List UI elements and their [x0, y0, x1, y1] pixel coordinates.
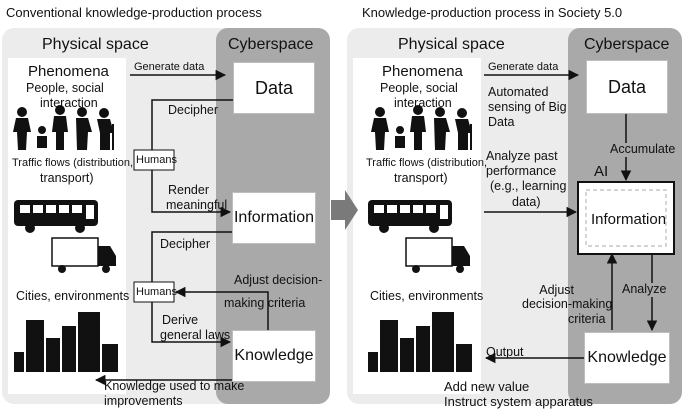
right-auto-2: sensing of Big	[488, 100, 567, 114]
left-people: People, social	[26, 81, 104, 95]
humans-label-2: Humans	[136, 286, 177, 298]
arrow-decipher-1	[151, 99, 234, 150]
right-knowledge-box: Knowledge	[584, 332, 670, 384]
right-auto-1: Automated	[488, 85, 549, 99]
right-analyze-1: Analyze past	[486, 149, 558, 163]
left-used-1: Knowledge used to make	[104, 379, 245, 393]
humans-box-2	[133, 281, 175, 303]
left-cyber-label: Cyberspace	[228, 36, 314, 53]
arrow-render-meaningful	[151, 170, 232, 218]
right-traffic: Traffic flows (distribution,	[366, 157, 488, 169]
left-used-2: improvements	[104, 394, 183, 408]
right-analyze-4: data)	[512, 195, 541, 209]
truck-pictogram-left	[51, 237, 116, 273]
bus-pictogram-left	[14, 200, 98, 233]
left-traffic2: transport)	[40, 171, 94, 185]
right-analyze-2: performance	[486, 164, 557, 178]
right-people: People, social	[380, 81, 458, 95]
left-people2: interaction	[40, 96, 98, 110]
left-derive-2: general laws	[160, 328, 231, 342]
arrow-derive-laws	[151, 302, 232, 348]
right-analyze: Analyze	[622, 282, 667, 297]
left-generate-data: Generate data	[134, 61, 205, 73]
right-traffic2: transport)	[394, 171, 448, 185]
left-adjust-2: making criteria	[224, 296, 306, 310]
transition-arrow	[331, 190, 358, 230]
ai-inner-dashed	[585, 189, 667, 247]
left-decipher-2: Decipher	[160, 237, 211, 251]
left-render-1: Render	[168, 183, 209, 197]
left-cities: Cities, environments	[16, 289, 130, 303]
right-instruct: Instruct system apparatus	[444, 394, 593, 409]
right-cyber-label: Cyberspace	[584, 36, 670, 53]
left-derive-1: Derive	[162, 313, 199, 327]
right-information-box: Information	[591, 211, 667, 228]
right-adjust-2: decision-making	[522, 297, 613, 311]
right-output: Output	[486, 345, 524, 359]
right-title: Knowledge-production process in Society …	[362, 5, 623, 20]
left-title: Conventional knowledge-production proces…	[6, 5, 262, 20]
left-render-2: meaningful	[166, 198, 228, 212]
bus-pictogram-right	[368, 200, 452, 233]
right-people2: interaction	[394, 96, 452, 110]
right-auto-3: Data	[488, 115, 515, 129]
left-traffic: Traffic flows (distribution,	[12, 157, 134, 169]
city-pictogram-right	[368, 312, 472, 372]
left-physical-label: Physical space	[42, 36, 149, 53]
city-pictogram-left	[14, 312, 118, 372]
right-add-value: Add new value	[444, 379, 530, 394]
right-phenomena: Phenomena	[382, 63, 463, 80]
left-phenomena: Phenomena	[28, 63, 109, 80]
left-decipher-1: Decipher	[168, 103, 219, 117]
right-adjust-3: criteria	[568, 312, 606, 326]
left-data-box: Data	[233, 62, 315, 114]
right-ai-label: AI	[594, 163, 609, 180]
truck-pictogram-right	[405, 237, 470, 273]
left-adjust-1: Adjust decision-	[234, 273, 323, 287]
people-pictogram-right	[371, 105, 472, 150]
right-analyze-3: (e.g., learning	[490, 179, 567, 193]
right-cities: Cities, environments	[370, 289, 484, 303]
right-physical-label: Physical space	[398, 36, 505, 53]
left-knowledge-box: Knowledge	[232, 330, 316, 382]
left-information-box: Information	[232, 192, 316, 244]
right-accumulate: Accumulate	[610, 142, 676, 157]
arrow-decipher-2	[151, 231, 234, 282]
people-pictogram-left	[13, 105, 114, 150]
humans-box-1	[133, 149, 175, 171]
right-data-box: Data	[586, 60, 668, 114]
arrow-adjust-criteria	[174, 286, 269, 330]
right-adjust-1: Adjust	[539, 283, 574, 297]
humans-label-1: Humans	[136, 154, 177, 166]
right-generate-data: Generate data	[488, 61, 559, 73]
